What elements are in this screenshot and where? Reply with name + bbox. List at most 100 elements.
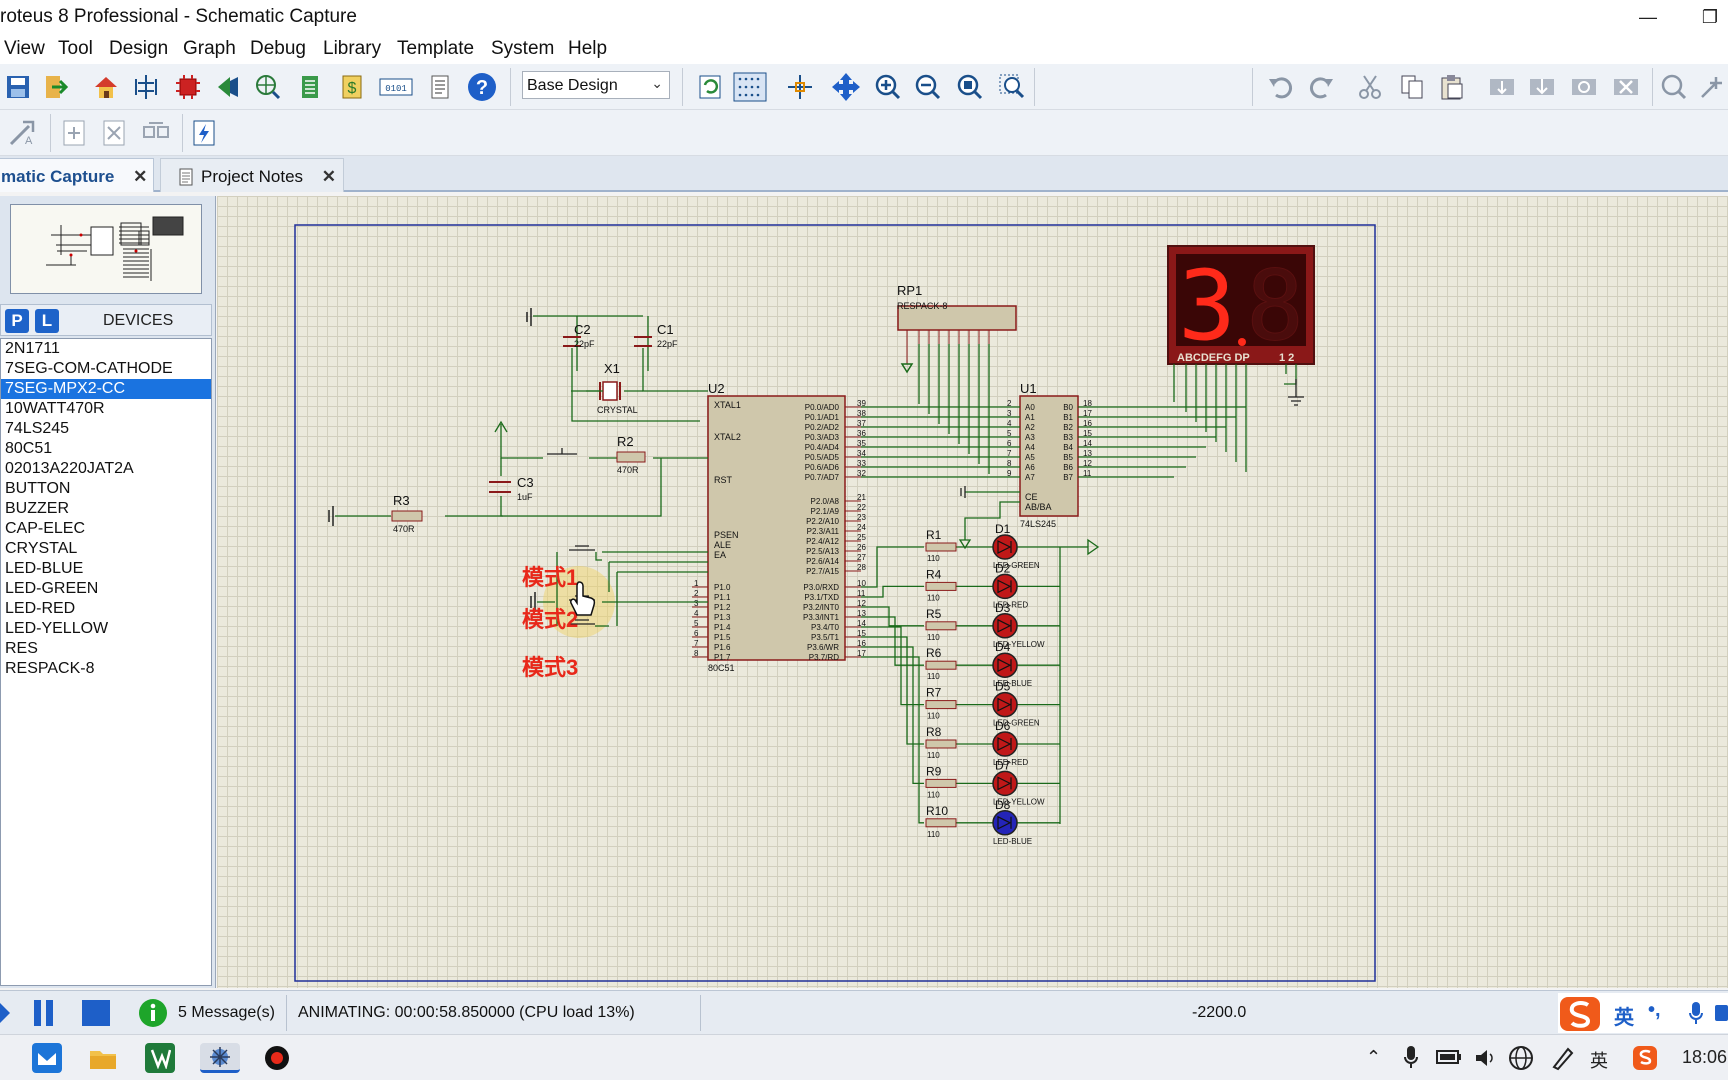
led-resistor[interactable] <box>925 542 957 552</box>
info-icon[interactable] <box>138 998 168 1028</box>
tray-globe-icon[interactable] <box>1508 1045 1534 1071</box>
pick-devices-button[interactable]: P <box>5 309 29 333</box>
ime-punctuation[interactable]: •, <box>1648 999 1661 1021</box>
zoom-all-icon[interactable] <box>954 71 986 103</box>
rp1-resistor-pack[interactable]: RP1 RESPACK-8 <box>897 283 1017 374</box>
device-list-item[interactable]: LED-RED <box>5 600 76 617</box>
device-list-item[interactable]: 74LS245 <box>5 420 70 437</box>
taskbar-app-mail-icon[interactable] <box>32 1043 62 1073</box>
led-diode-icon[interactable] <box>992 613 1018 639</box>
redo-icon[interactable] <box>1306 71 1338 103</box>
help-icon[interactable]: ? <box>466 71 498 103</box>
tray-speaker-icon[interactable] <box>1474 1047 1498 1069</box>
taskbar-app-proteus-icon[interactable] <box>200 1043 240 1073</box>
device-list-item[interactable]: RESPACK-8 <box>5 660 95 677</box>
device-list-item[interactable]: CAP-ELEC <box>5 520 86 537</box>
device-list-item[interactable]: 80C51 <box>5 440 53 457</box>
home-icon[interactable] <box>90 71 122 103</box>
microphone-icon[interactable] <box>1688 1001 1704 1025</box>
device-list-item[interactable]: LED-YELLOW <box>5 620 109 637</box>
library-manager-button[interactable]: L <box>35 309 59 333</box>
notes-icon[interactable] <box>424 71 456 103</box>
zoom-out-icon[interactable] <box>912 71 944 103</box>
device-list-item[interactable]: 2N1711 <box>5 340 60 357</box>
exit-parent-icon[interactable] <box>140 117 172 149</box>
led-resistor[interactable] <box>925 739 957 749</box>
seven-segment-display[interactable]: 3 8 ABCDEFG DP 1 2 <box>1167 245 1315 365</box>
cost-icon[interactable]: $ <box>336 71 368 103</box>
pick-parts-icon[interactable] <box>1658 71 1690 103</box>
schematic-canvas[interactable]: RP1 RESPACK-8 3 8 ABCDEFG DP 1 2 <box>217 196 1728 988</box>
zoom-area-icon[interactable] <box>996 71 1028 103</box>
tab-project-notes[interactable]: Project Notes ✕ <box>160 158 344 192</box>
minimize-button[interactable]: — <box>1639 7 1657 27</box>
menu-view[interactable]: View <box>4 38 45 59</box>
tray-sogou-icon[interactable] <box>1632 1045 1658 1071</box>
led-diode-icon[interactable] <box>992 731 1018 757</box>
menu-design[interactable]: Design <box>109 38 169 59</box>
close-icon[interactable]: ✕ <box>321 167 337 186</box>
led-diode-icon[interactable] <box>992 810 1018 836</box>
bom-icon[interactable] <box>294 71 326 103</box>
schematic-icon[interactable] <box>130 71 162 103</box>
device-list-item[interactable]: 10WATT470R <box>5 400 105 417</box>
led-diode-icon[interactable] <box>992 691 1018 718</box>
taskbar-app-keil-icon[interactable] <box>145 1043 175 1073</box>
pan-icon[interactable] <box>830 71 862 103</box>
device-list-item[interactable]: 7SEG-MPX2-CC <box>1 379 211 399</box>
menu-system[interactable]: System <box>491 38 555 59</box>
led-resistor[interactable] <box>925 660 957 670</box>
led-array[interactable]: R1110D1LED-GREENR4110D2LED-REDR5110D3LED… <box>925 522 1045 846</box>
grid-toggle-icon[interactable] <box>732 71 768 103</box>
tray-pen-icon[interactable] <box>1550 1045 1574 1071</box>
tray-chevron-up-icon[interactable]: ⌃ <box>1366 1047 1382 1067</box>
led-diode-icon[interactable] <box>992 573 1018 600</box>
led-diode-icon[interactable] <box>992 770 1018 797</box>
device-list-item[interactable]: LED-BLUE <box>5 560 84 577</box>
device-list-item[interactable]: RES <box>5 640 38 657</box>
device-list-item[interactable]: 02013A220JAT2A <box>5 460 134 477</box>
undo-icon[interactable] <box>1264 71 1296 103</box>
copy-icon[interactable] <box>1396 71 1428 103</box>
tray-ime-language[interactable]: 英 <box>1590 1051 1608 1071</box>
pause-icon[interactable] <box>32 999 56 1027</box>
r2-resistor[interactable] <box>616 451 646 463</box>
remove-sheet-icon[interactable] <box>98 117 130 149</box>
menu-template[interactable]: Template <box>397 38 475 59</box>
led-resistor[interactable] <box>925 778 957 788</box>
menu-help[interactable]: Help <box>568 38 608 59</box>
paste-icon[interactable] <box>1436 71 1468 103</box>
taskbar-app-recorder-icon[interactable] <box>262 1043 292 1073</box>
electrical-rules-check-icon[interactable] <box>188 117 220 149</box>
led-resistor[interactable] <box>925 700 957 710</box>
ime-language[interactable]: 英 <box>1614 1007 1634 1029</box>
block-move-icon[interactable] <box>1526 71 1558 103</box>
menu-library[interactable]: Library <box>323 38 382 59</box>
device-list-item[interactable]: 7SEG-COM-CATHODE <box>5 360 173 377</box>
design-variant-select[interactable]: Base Design ⌄ <box>522 71 670 99</box>
stop-icon[interactable] <box>80 999 112 1027</box>
menu-debug[interactable]: Debug <box>250 38 306 59</box>
u2-80c51-mcu[interactable]: U2 80C51 XTAL1 XTAL2 RST PSEN ALE EA P0.… <box>692 381 866 673</box>
schematic-drawing[interactable]: RP1 RESPACK-8 3 8 ABCDEFG DP 1 2 <box>217 196 1728 988</box>
source-code-icon[interactable]: 0101 <box>376 71 416 103</box>
led-resistor[interactable] <box>925 818 957 828</box>
import-icon[interactable] <box>40 71 72 103</box>
block-copy-icon[interactable] <box>1486 71 1518 103</box>
save-icon[interactable] <box>2 71 34 103</box>
block-delete-icon[interactable] <box>1610 71 1642 103</box>
device-list-item[interactable]: BUTTON <box>5 480 71 497</box>
tray-battery-icon[interactable] <box>1436 1049 1462 1065</box>
gerber-icon[interactable] <box>212 71 244 103</box>
origin-icon[interactable] <box>784 71 816 103</box>
keyboard-icon[interactable] <box>1714 1001 1728 1025</box>
cut-icon[interactable] <box>1354 71 1386 103</box>
close-icon[interactable]: ✕ <box>133 167 148 186</box>
